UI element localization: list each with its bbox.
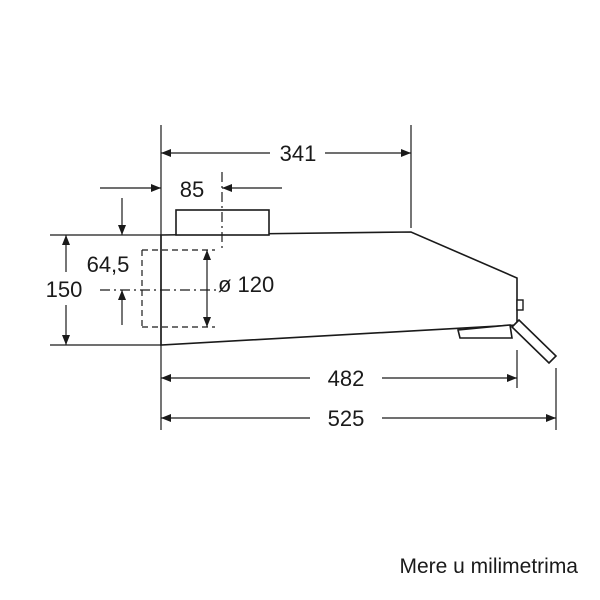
extension-lines [50,125,557,430]
dim-label-85: 85 [180,177,204,202]
dim-label-150: 150 [46,277,83,302]
dimension-arrows [62,149,556,422]
dim-label-482: 482 [328,366,365,391]
units-caption: Mere u milimetrima [399,555,578,578]
dim-label-diameter-120: ø 120 [218,272,274,297]
visor-handle [510,318,558,365]
outlet-hidden-lines [141,249,215,328]
front-knob [516,299,524,311]
dim-label-341: 341 [280,141,317,166]
dim-label-64-5: 64,5 [87,252,130,277]
hood-body [160,231,518,346]
center-lines [100,172,223,291]
dim-label-525: 525 [328,406,365,431]
